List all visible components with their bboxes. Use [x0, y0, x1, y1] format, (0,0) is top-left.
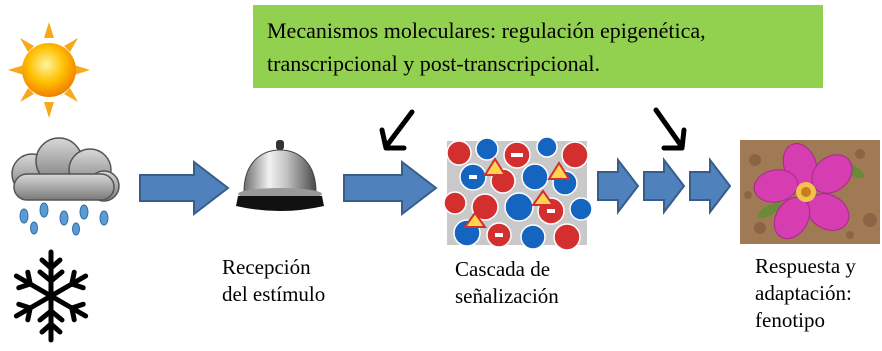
traffic-signs-image	[443, 136, 593, 251]
label-response-line-3: fenotipo	[755, 308, 825, 332]
label-reception: Recepción del estímulo	[222, 254, 325, 308]
label-cascade-line-2: señalización	[455, 284, 559, 308]
label-response-line-2: adaptación:	[755, 281, 852, 305]
arrow-stimulus-to-reception	[139, 159, 230, 217]
label-response-line-1: Respuesta y	[755, 254, 856, 278]
chevron-arrow-3	[689, 157, 732, 215]
pink-flower-image	[740, 140, 880, 244]
arrow-reception-to-cascade	[343, 159, 438, 217]
label-reception-line-2: del estímulo	[222, 282, 326, 306]
snowflake-icon	[13, 249, 89, 343]
pointer-arrow-right	[653, 107, 687, 151]
label-response: Respuesta y adaptación: fenotipo	[755, 253, 856, 334]
label-reception-line-1: Recepción	[222, 255, 311, 279]
mechanisms-line-2: transcripcional y post-transcripcional.	[267, 51, 600, 76]
mechanisms-box: Mecanismos moleculares: regulación epige…	[253, 5, 823, 88]
service-bell-icon	[236, 140, 324, 211]
rain-cloud-icon	[11, 137, 120, 236]
label-cascade-line-1: Cascada de	[455, 257, 551, 281]
chevron-arrow-1	[597, 157, 640, 215]
label-cascade: Cascada de señalización	[455, 256, 559, 310]
pointer-arrow-left	[379, 109, 415, 151]
chevron-arrow-2	[643, 157, 686, 215]
mechanisms-line-1: Mecanismos moleculares: regulación epige…	[267, 18, 706, 43]
sun-icon	[8, 22, 90, 118]
